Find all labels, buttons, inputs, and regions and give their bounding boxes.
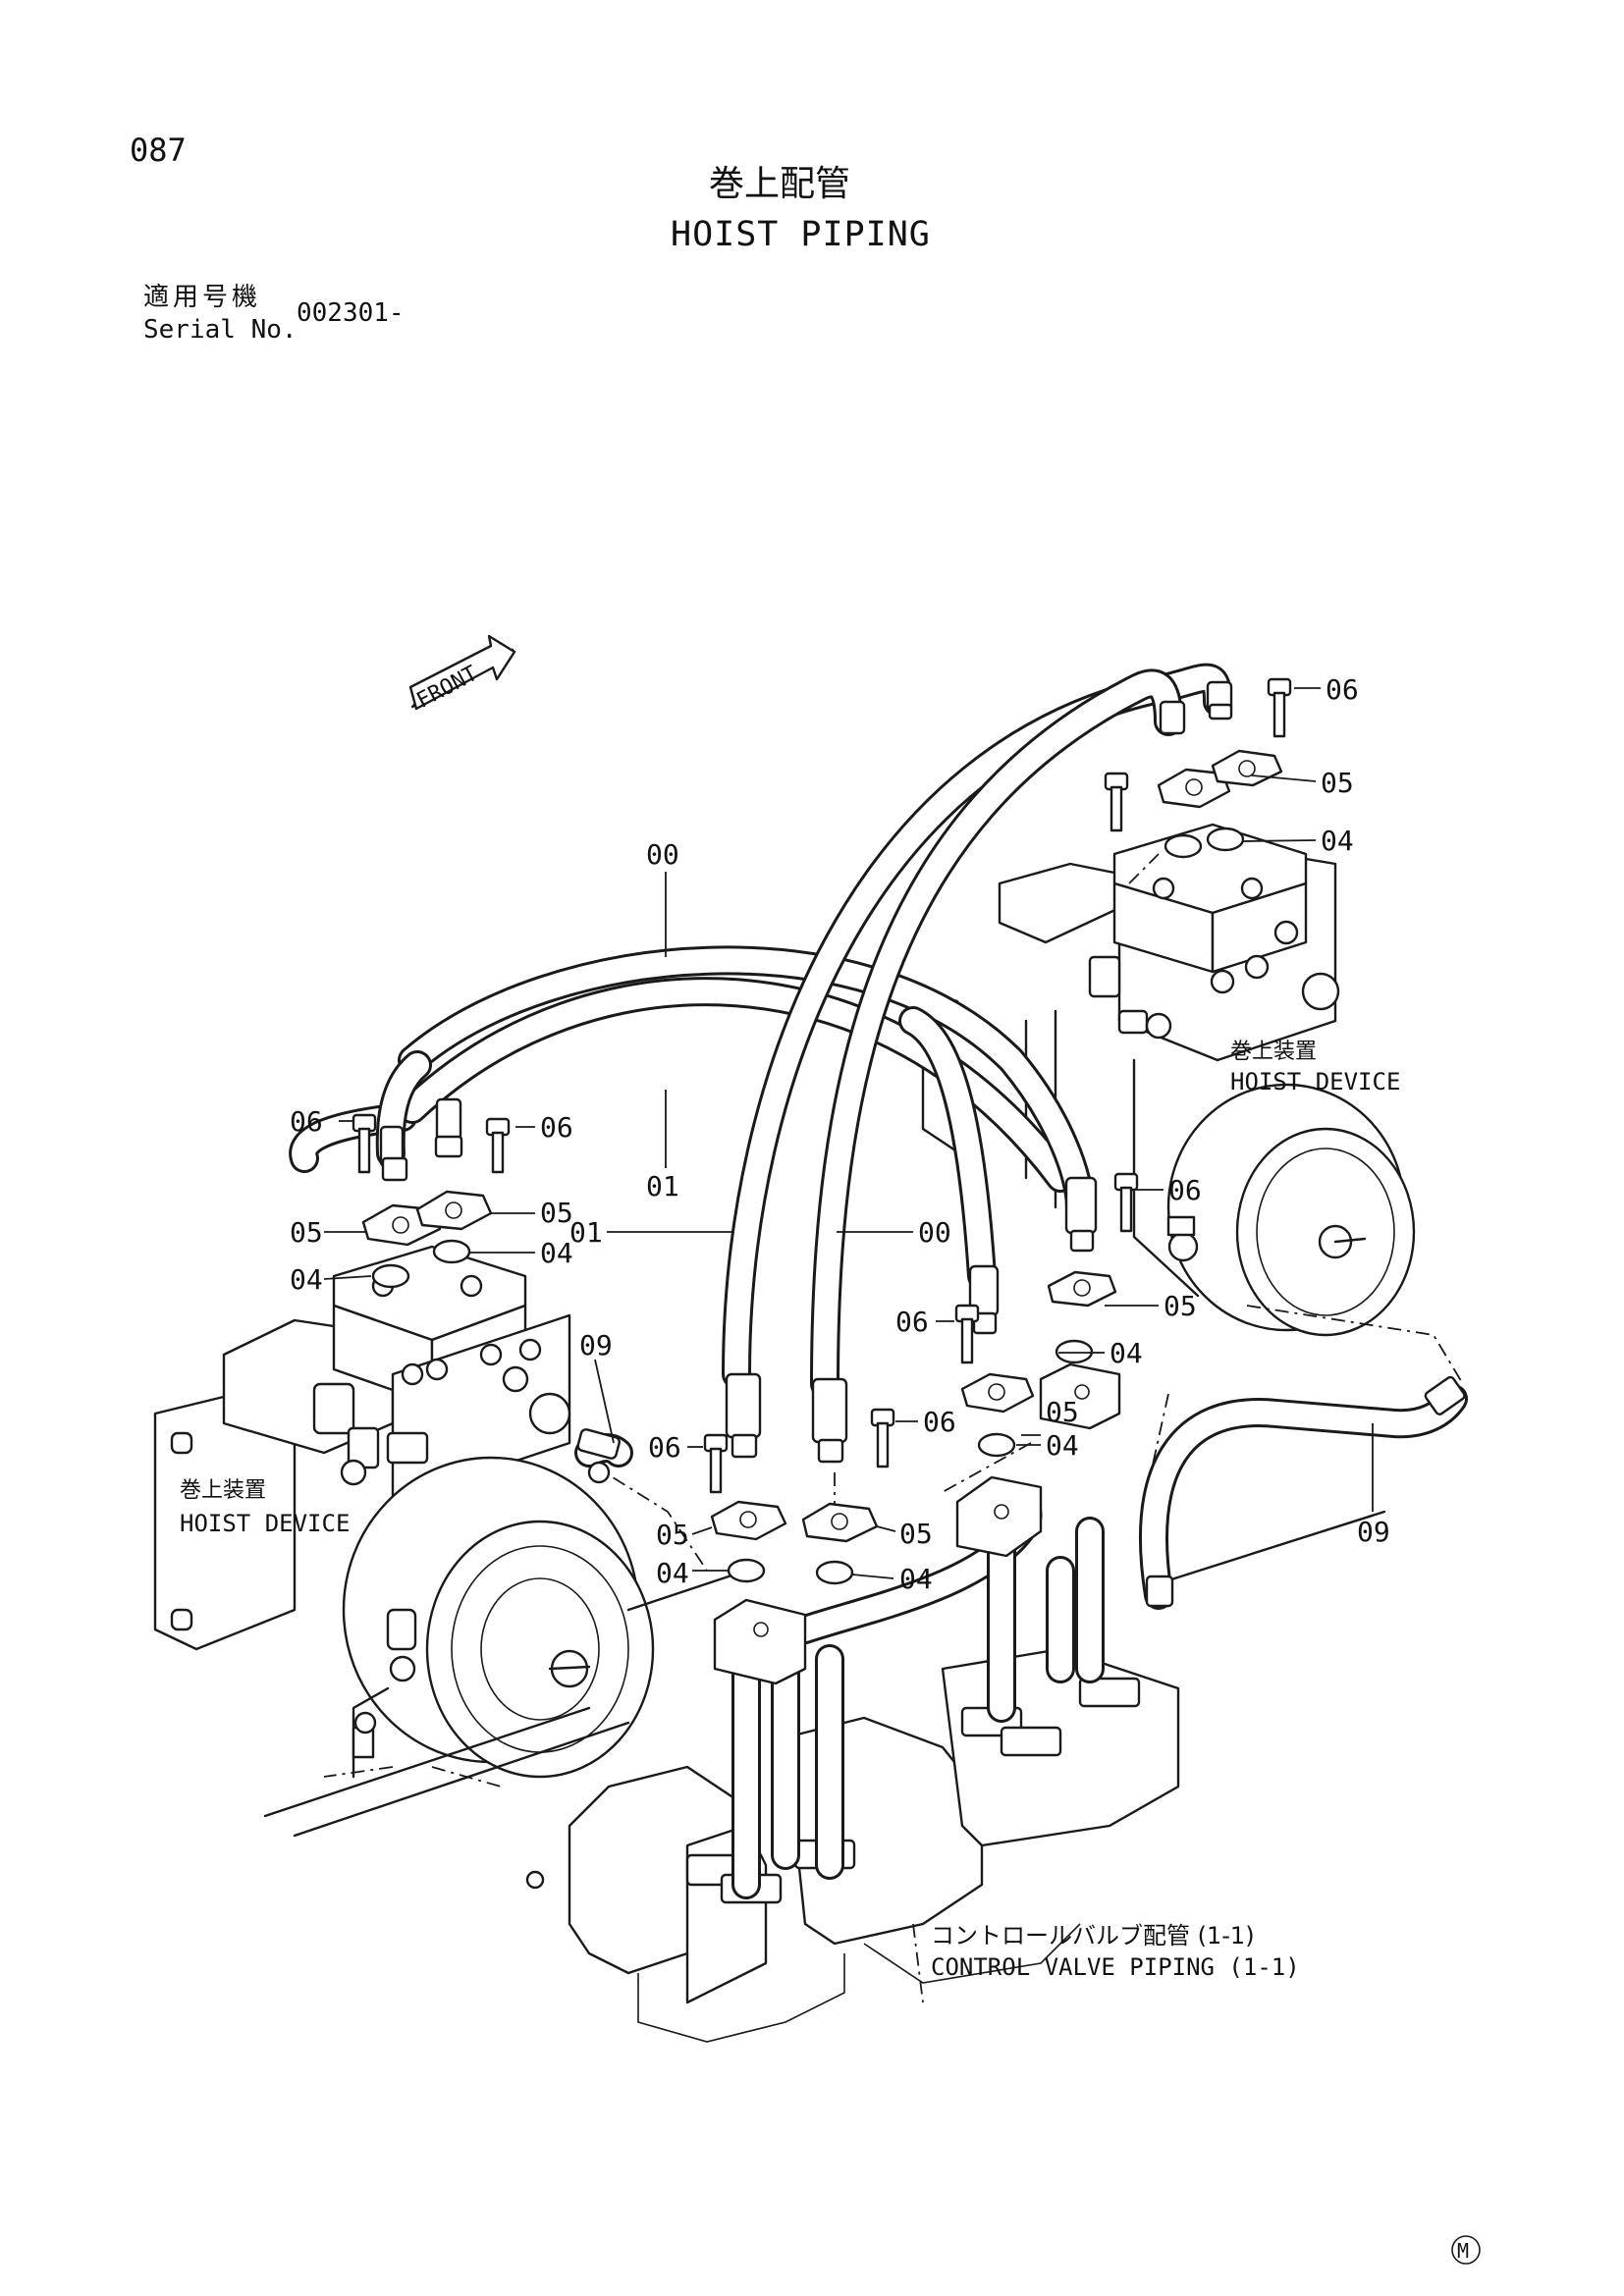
label-04-left-b: 04 xyxy=(540,1237,573,1269)
label-05-top-right: 05 xyxy=(1321,767,1354,799)
label-06-top-right: 06 xyxy=(1326,673,1359,706)
left-hoist-device xyxy=(153,1245,655,1779)
hoist-device-right-en: HOIST DEVICE xyxy=(1230,1068,1400,1095)
label-04-top-right: 04 xyxy=(1321,825,1354,857)
front-arrow-icon: FRONT xyxy=(408,634,516,714)
label-09-left: 09 xyxy=(579,1329,613,1362)
bolts-06 xyxy=(352,677,1292,1494)
label-05-lower-b: 05 xyxy=(899,1518,933,1550)
label-04-lower-a: 04 xyxy=(656,1557,689,1589)
leader-lines xyxy=(323,687,1374,1579)
label-06-left: 06 xyxy=(290,1105,323,1138)
label-06-left-b: 06 xyxy=(540,1111,573,1144)
o-rings-04 xyxy=(371,827,1245,1585)
serial-label-en: Serial No. xyxy=(143,315,298,345)
callouts: 巻上装置 HOIST DEVICE 巻上装置 HOIST DEVICE コントロ… xyxy=(180,1040,1400,1981)
label-05-lower-a: 05 xyxy=(656,1519,689,1551)
reference-lines xyxy=(323,853,1464,2003)
label-04-lower-b: 04 xyxy=(899,1563,933,1595)
hose-01-lower xyxy=(810,668,1183,1399)
hoist-device-right-jp: 巻上装置 xyxy=(1230,1040,1317,1064)
page-title-en: HOIST PIPING xyxy=(671,215,931,254)
hose-end-fittings xyxy=(379,680,1466,1608)
serial-label-jp: 適用号機 xyxy=(143,283,262,312)
manifold-blocks xyxy=(713,1362,1121,1685)
part-labels: 00 01 01 00 06 05 04 06 06 05 05 04 04 0… xyxy=(290,673,1390,1595)
label-04-right-mid: 04 xyxy=(1110,1337,1143,1369)
hoist-device-left-en: HOIST DEVICE xyxy=(180,1510,350,1537)
label-05-left: 05 xyxy=(290,1216,323,1249)
label-06-lower-left: 06 xyxy=(648,1431,681,1464)
page-number: 087 xyxy=(130,132,187,169)
label-04-center: 04 xyxy=(1046,1429,1079,1462)
label-05-right-mid: 05 xyxy=(1164,1290,1197,1322)
label-00-right: 00 xyxy=(918,1216,951,1249)
label-06-right-mid: 06 xyxy=(1168,1174,1202,1206)
hose-00-lower xyxy=(722,663,1232,1389)
label-06-center: 06 xyxy=(895,1306,929,1338)
label-05-left-b: 05 xyxy=(540,1197,573,1229)
right-hoist-device xyxy=(921,823,1416,1337)
hoist-device-left-jp: 巻上装置 xyxy=(180,1478,266,1503)
frame-lines xyxy=(263,1510,1386,1838)
page-title-jp: 巻上配管 xyxy=(709,164,851,204)
label-00-top: 00 xyxy=(646,838,679,871)
label-01-mid: 01 xyxy=(646,1170,679,1202)
label-05-center: 05 xyxy=(1046,1396,1079,1428)
label-09-right: 09 xyxy=(1357,1516,1390,1548)
m-mark-icon: M xyxy=(1451,2235,1481,2265)
label-04-left: 04 xyxy=(290,1263,323,1296)
footer-mark: M xyxy=(1457,2239,1469,2263)
label-01-left: 01 xyxy=(569,1216,603,1249)
control-valve-label-jp: コントロールバルブ配管 (1-1) xyxy=(931,1922,1255,1949)
serial-value: 002301- xyxy=(297,298,405,328)
hose-09-right xyxy=(1139,1384,1468,1610)
control-valve-label-en: CONTROL VALVE PIPING (1-1) xyxy=(931,1953,1300,1981)
flanges-05 xyxy=(361,749,1283,1543)
label-06-center-b: 06 xyxy=(923,1406,956,1438)
